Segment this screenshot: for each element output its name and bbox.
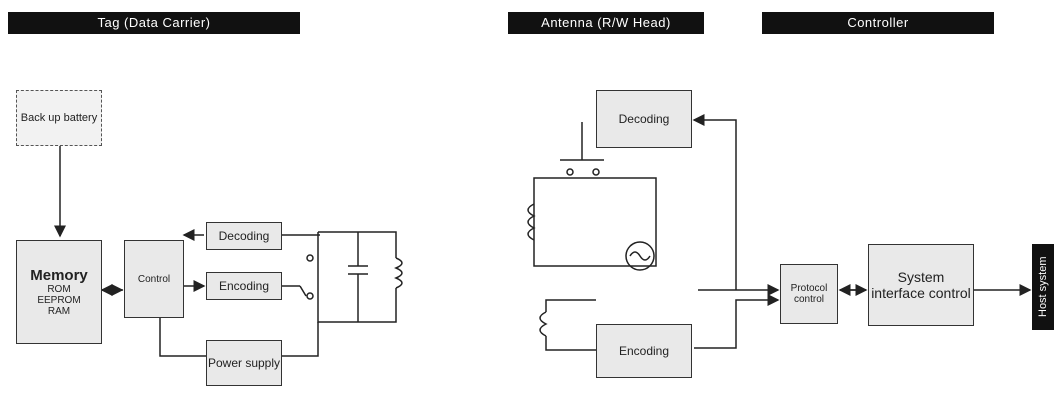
protocol-control-box: Protocol control: [780, 264, 838, 324]
memory-box: Memory ROM EEPROM RAM: [16, 240, 102, 344]
system-interface-box: System interface control: [868, 244, 974, 326]
memory-ram: RAM: [47, 306, 71, 317]
tag-control-box: Control: [124, 240, 184, 318]
backup-battery-box: Back up battery: [16, 90, 102, 146]
antenna-decoding-box: Decoding: [596, 90, 692, 148]
header-controller: Controller: [762, 12, 994, 34]
memory-title: Memory: [30, 267, 88, 284]
memory-rom: ROM: [47, 284, 71, 295]
memory-eeprom: EEPROM: [37, 295, 81, 306]
antenna-encoding-box: Encoding: [596, 324, 692, 378]
header-antenna: Antenna (R/W Head): [508, 12, 704, 34]
header-tag: Tag (Data Carrier): [8, 12, 300, 34]
host-system-tab: Host system: [1032, 244, 1054, 330]
tag-encoding-box: Encoding: [206, 272, 282, 300]
tag-decoding-box: Decoding: [206, 222, 282, 250]
power-supply-box: Power supply: [206, 340, 282, 386]
